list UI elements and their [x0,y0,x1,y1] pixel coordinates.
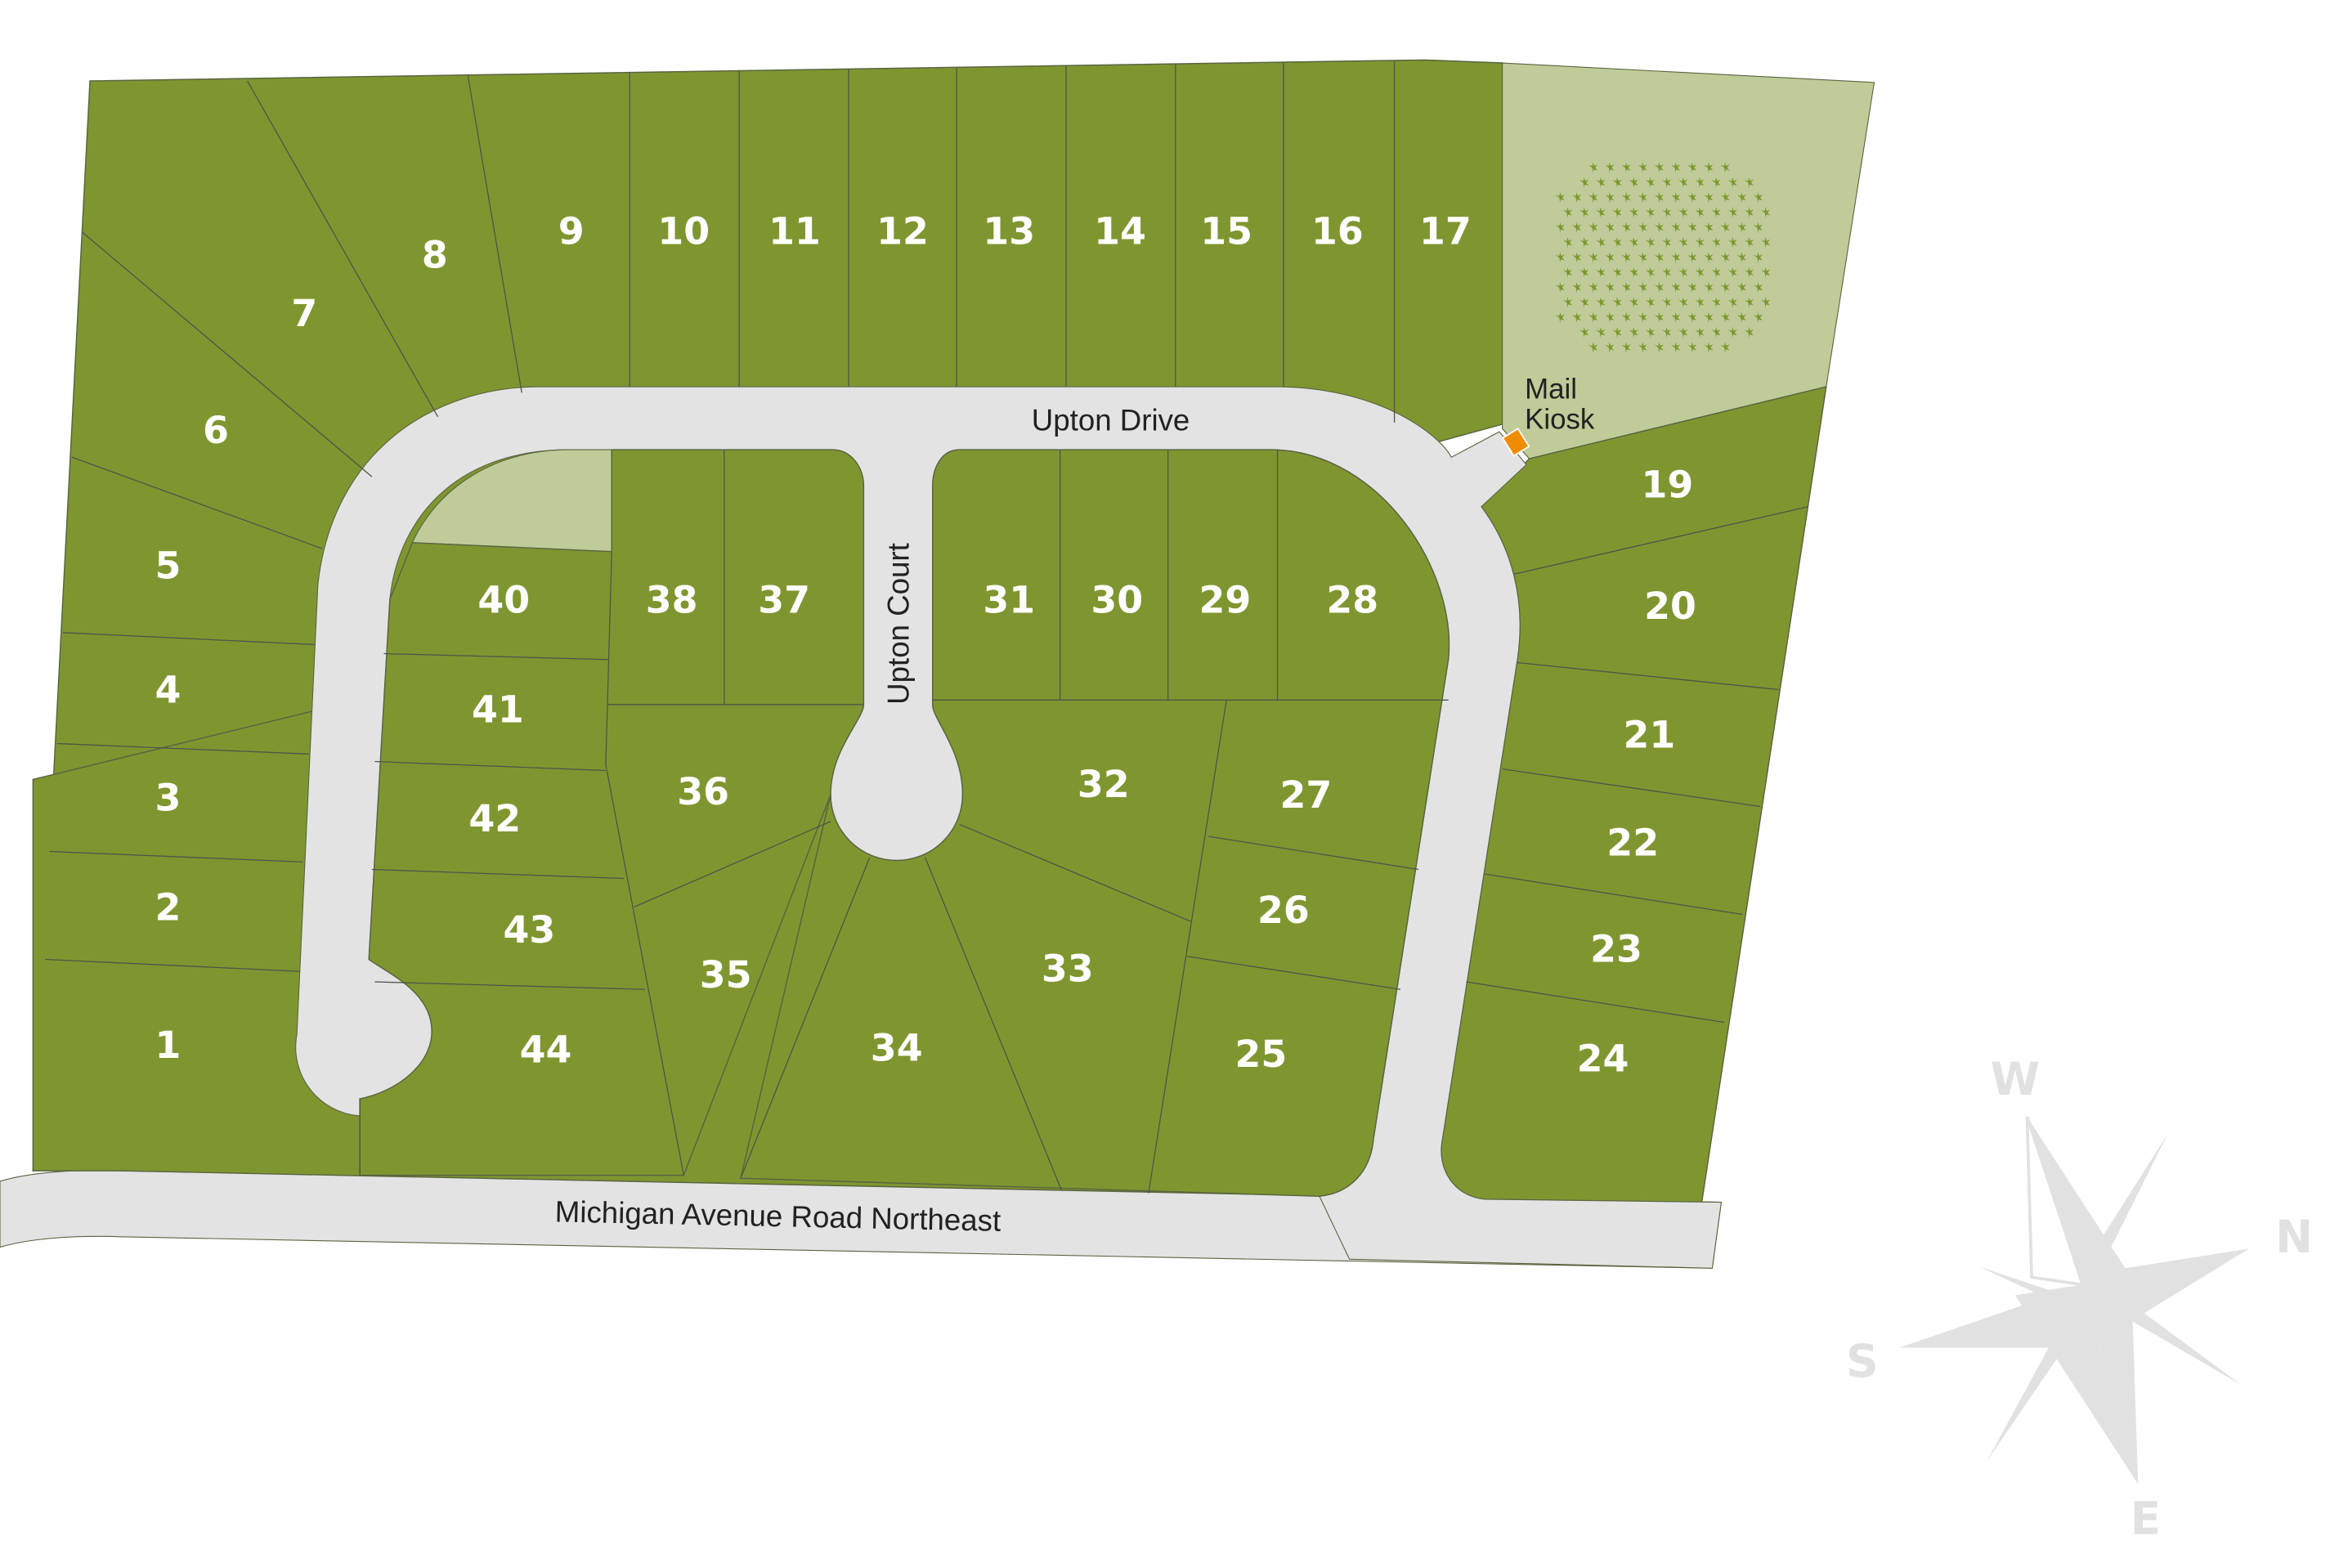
lot-12[interactable]: 12 [876,208,929,253]
lot-42[interactable]: 42 [468,796,521,840]
street-label-upton-drive: Upton Drive [1032,403,1190,437]
mail-kiosk-label-line1: Mail [1525,374,1577,405]
mail-kiosk-label-line2: Kiosk [1525,403,1595,435]
lot-36[interactable]: 36 [677,769,729,813]
lot-1[interactable]: 1 [155,1023,181,1067]
lot-37[interactable]: 37 [758,577,810,621]
lot-labels: 1 2 3 4 5 6 7 8 9 10 11 12 13 14 15 16 1… [155,208,1696,1080]
lot-31[interactable]: 31 [983,577,1035,621]
lot-3[interactable]: 3 [155,776,181,820]
lot-11[interactable]: 11 [768,208,821,253]
lot-9[interactable]: 9 [558,208,585,253]
tree-grove [1555,162,1771,353]
compass-rose: N S E W [1846,1053,2313,1544]
lot-16[interactable]: 16 [1311,208,1364,253]
lot-21[interactable]: 21 [1623,712,1675,756]
lot-block-inner-east [740,449,1450,1197]
lot-28[interactable]: 28 [1326,577,1378,621]
lot-29[interactable]: 29 [1199,577,1251,621]
lot-17[interactable]: 17 [1419,208,1472,253]
compass-north-label: N [2275,1211,2313,1263]
lot-10[interactable]: 10 [657,208,710,253]
lot-6[interactable]: 6 [203,408,229,452]
lot-14[interactable]: 14 [1094,208,1146,253]
lot-13[interactable]: 13 [983,208,1035,253]
lot-4[interactable]: 4 [155,667,181,711]
lot-19[interactable]: 19 [1641,462,1693,506]
lot-38[interactable]: 38 [646,577,698,621]
lot-33[interactable]: 33 [1042,947,1094,991]
lot-43[interactable]: 43 [503,907,555,952]
lot-44[interactable]: 44 [520,1028,572,1072]
compass-star-icon [1899,1116,2249,1485]
open-space-corner [411,449,612,553]
mail-kiosk-icon[interactable] [1501,427,1530,457]
lot-22[interactable]: 22 [1606,821,1659,865]
lot-30[interactable]: 30 [1091,577,1143,621]
lot-23[interactable]: 23 [1590,927,1642,971]
lot-27[interactable]: 27 [1279,773,1332,817]
compass-south-label: S [1846,1335,1879,1387]
lot-15[interactable]: 15 [1200,208,1252,253]
lot-35[interactable]: 35 [700,952,752,997]
lot-26[interactable]: 26 [1257,888,1310,932]
lot-25[interactable]: 25 [1234,1032,1287,1076]
lot-34[interactable]: 34 [871,1026,923,1070]
compass-east-label: E [2131,1492,2162,1544]
lot-8[interactable]: 8 [422,233,448,277]
lot-5[interactable]: 5 [155,543,181,587]
lot-7[interactable]: 7 [291,291,317,335]
lot-2[interactable]: 2 [155,885,181,929]
lot-40[interactable]: 40 [477,577,530,621]
lot-24[interactable]: 24 [1577,1037,1629,1081]
lot-20[interactable]: 20 [1644,584,1696,628]
lot-32[interactable]: 32 [1078,762,1130,806]
compass-west-label: W [1991,1053,2041,1105]
lot-41[interactable]: 41 [472,687,524,731]
lot-block-east [1441,386,1827,1203]
street-label-upton-court: Upton Court [881,543,915,705]
lot-dividers [44,61,1808,1194]
